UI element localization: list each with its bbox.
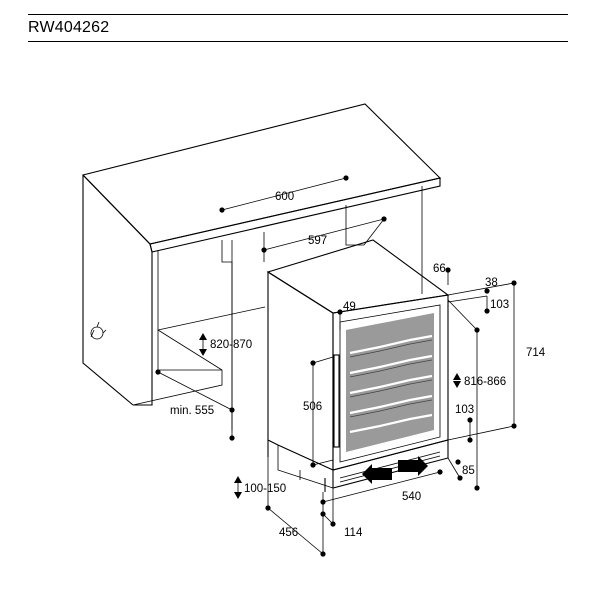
water-connection-icon [90,321,107,340]
dim-plinth-height: 100-150 [244,483,286,495]
dim-right-lower: 103 [455,404,474,416]
dim-right-upper: 103 [490,299,509,311]
dim-niche-height: 820-870 [210,339,252,351]
dim-right-top-offset: 38 [485,277,498,289]
dim-right-bottom: 85 [462,465,475,477]
dim-door-offset: 49 [343,301,356,313]
dim-plinth-depth: 114 [344,527,363,539]
title-bar: RW404262 [28,14,568,42]
dim-top-offset: 66 [433,263,446,275]
dim-niche-width: 597 [308,235,327,247]
dim-cabinet-width: 600 [275,191,294,203]
dim-width-bottom: 540 [402,491,421,503]
dim-min-depth: min. 555 [170,405,214,417]
door-handle [333,354,340,448]
model-number: RW404262 [28,19,110,36]
dim-height-total: 714 [526,347,546,359]
airflow-arrows [362,456,428,484]
wine-cooler [266,239,450,492]
dimension-lines [155,175,517,557]
dim-door-height: 506 [303,401,322,413]
kitchen-cabinet [81,103,442,430]
dim-depth: 456 [279,527,298,539]
dim-appliance-height: 816-866 [464,376,506,388]
